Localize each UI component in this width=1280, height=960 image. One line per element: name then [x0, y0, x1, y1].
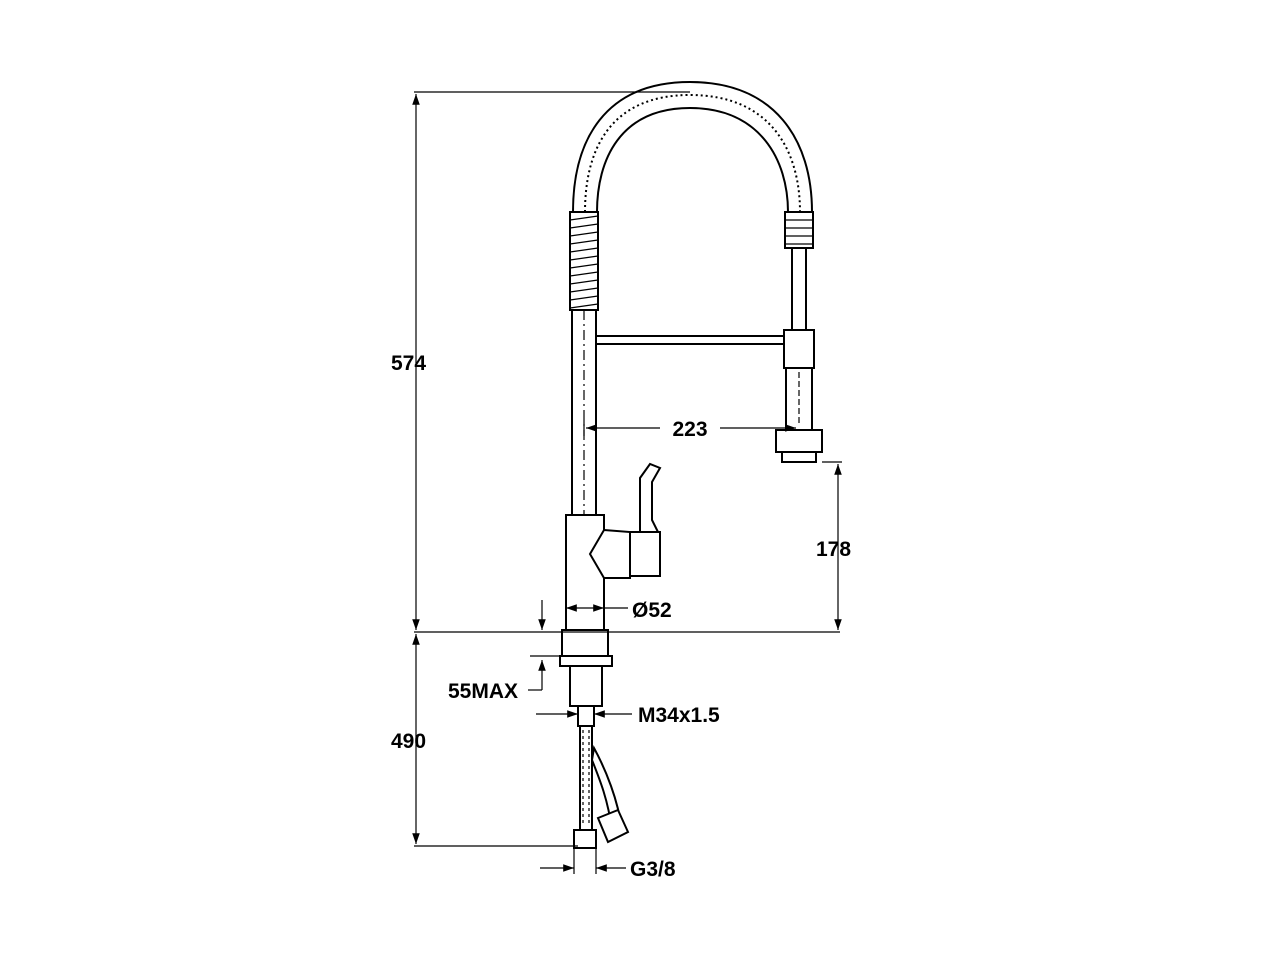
mounting-base: [559, 629, 613, 727]
label-55max: 55MAX: [448, 680, 518, 703]
label-thread: M34x1.5: [638, 704, 720, 727]
label-223: 223: [672, 418, 707, 441]
spray-head: [775, 329, 823, 463]
faucet-outline: [559, 80, 823, 849]
spout-arm: [595, 335, 785, 345]
column-coil: [569, 211, 599, 311]
label-178: 178: [816, 538, 851, 561]
dimension-labels: 574 490 223 178 Ø52 55MAX M34x1.5 G3/8: [391, 352, 851, 881]
flex-hoses: [573, 725, 630, 849]
coil-tail: [784, 211, 814, 249]
label-hose: G3/8: [630, 858, 676, 881]
label-490: 490: [391, 730, 426, 753]
spring-coil: [584, 93, 801, 213]
label-574: 574: [391, 352, 426, 375]
label-diameter: Ø52: [632, 599, 672, 622]
lever-handle: [639, 462, 662, 533]
dimension-lines: [412, 91, 842, 874]
mixer-body: [565, 462, 662, 631]
